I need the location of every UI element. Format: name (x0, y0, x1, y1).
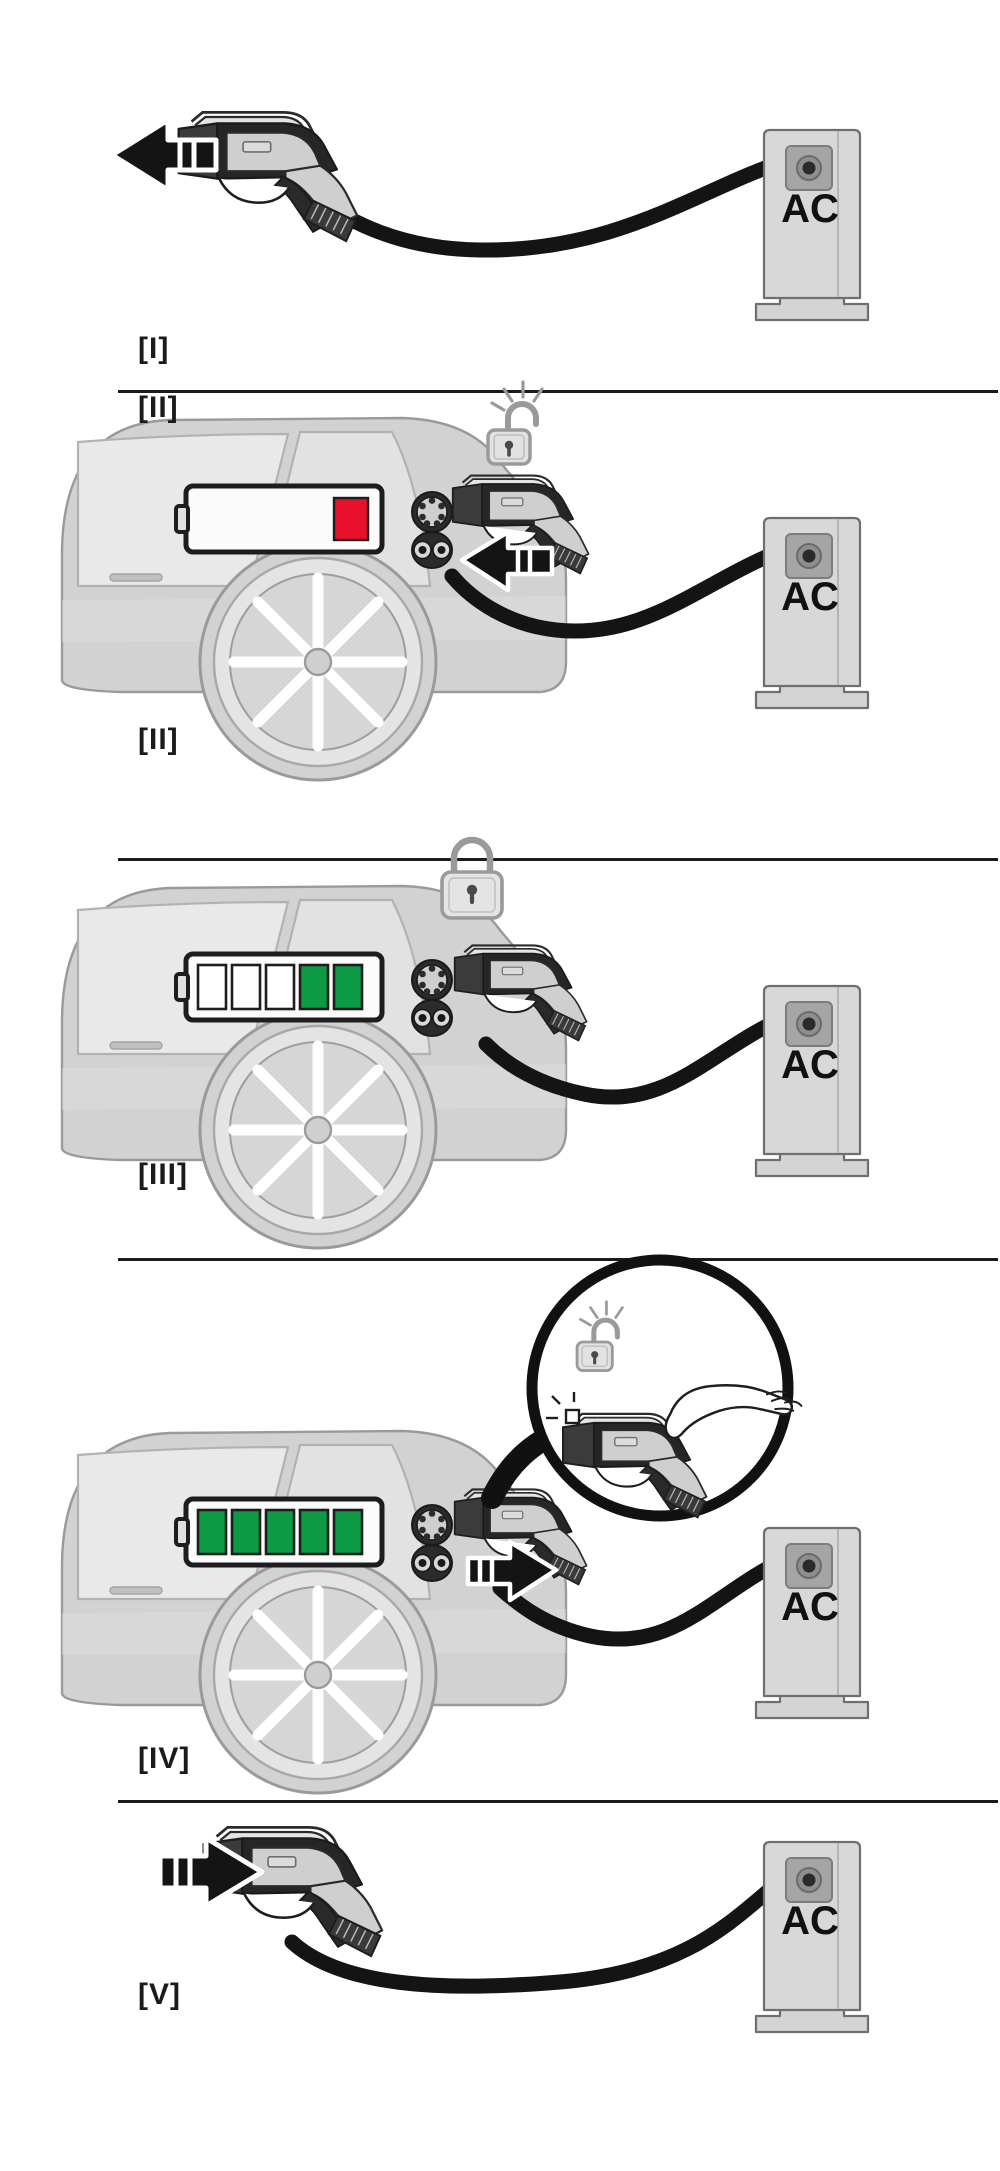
step-label-3: [III] (138, 1158, 188, 1191)
vehicle (60, 884, 568, 1250)
battery-indicator (174, 483, 385, 555)
wheel (198, 542, 438, 782)
arrow-left-icon (459, 529, 555, 593)
panel-3-graphic: AC (60, 858, 870, 1250)
station-label: AC (781, 575, 839, 619)
vehicle (60, 1429, 568, 1795)
charging-cable (478, 1008, 796, 1105)
station-label: AC (781, 1043, 839, 1087)
step-label-1: [I] (138, 332, 170, 365)
step-label-5: [V] (138, 1978, 181, 2011)
step-label-4: [IV] (138, 1742, 191, 1775)
latch-marker (546, 1392, 581, 1425)
step-label-2: [II] (138, 391, 179, 424)
wheel (198, 1555, 438, 1795)
panel-divider-1 (118, 390, 998, 393)
panel-step-1: AC [I] (0, 0, 1000, 365)
arrow-left-icon (109, 117, 219, 193)
charging-connector (177, 110, 359, 243)
panel-1-graphic: AC (109, 110, 870, 322)
panel-divider-4 (118, 1800, 998, 1803)
padlock-open-icon (488, 382, 542, 464)
charging-cable (444, 540, 796, 639)
panel-2-graphic: AC (60, 390, 870, 782)
panel-step-5: AC [V] (0, 1800, 1000, 2171)
charging-cable (304, 152, 796, 258)
charging-cable (284, 1864, 800, 1994)
panel-4-graphic: AC (60, 1254, 870, 1795)
wheel (198, 1010, 438, 1250)
padlock-closed-icon (442, 840, 502, 918)
station-label: AC (781, 1899, 839, 1943)
panel-divider-2 (118, 858, 998, 861)
charging-cable (492, 1550, 796, 1647)
panel-divider-3 (118, 1258, 998, 1261)
panel-step-4: AC (0, 1254, 1000, 1795)
station-label: AC (781, 187, 839, 231)
battery-indicator (174, 1496, 385, 1568)
callout-magnifier (526, 1254, 803, 1522)
step-label-2: [II] (138, 723, 179, 756)
panel-step-2: AC [II] (0, 390, 1000, 785)
panel-step-3: AC (0, 858, 1000, 1253)
panel-5-graphic: AC (157, 1825, 870, 2034)
station-label: AC (781, 1585, 839, 1629)
arrow-right-icon (157, 1835, 265, 1909)
arrow-right-icon (465, 1539, 559, 1603)
battery-indicator (174, 951, 385, 1023)
